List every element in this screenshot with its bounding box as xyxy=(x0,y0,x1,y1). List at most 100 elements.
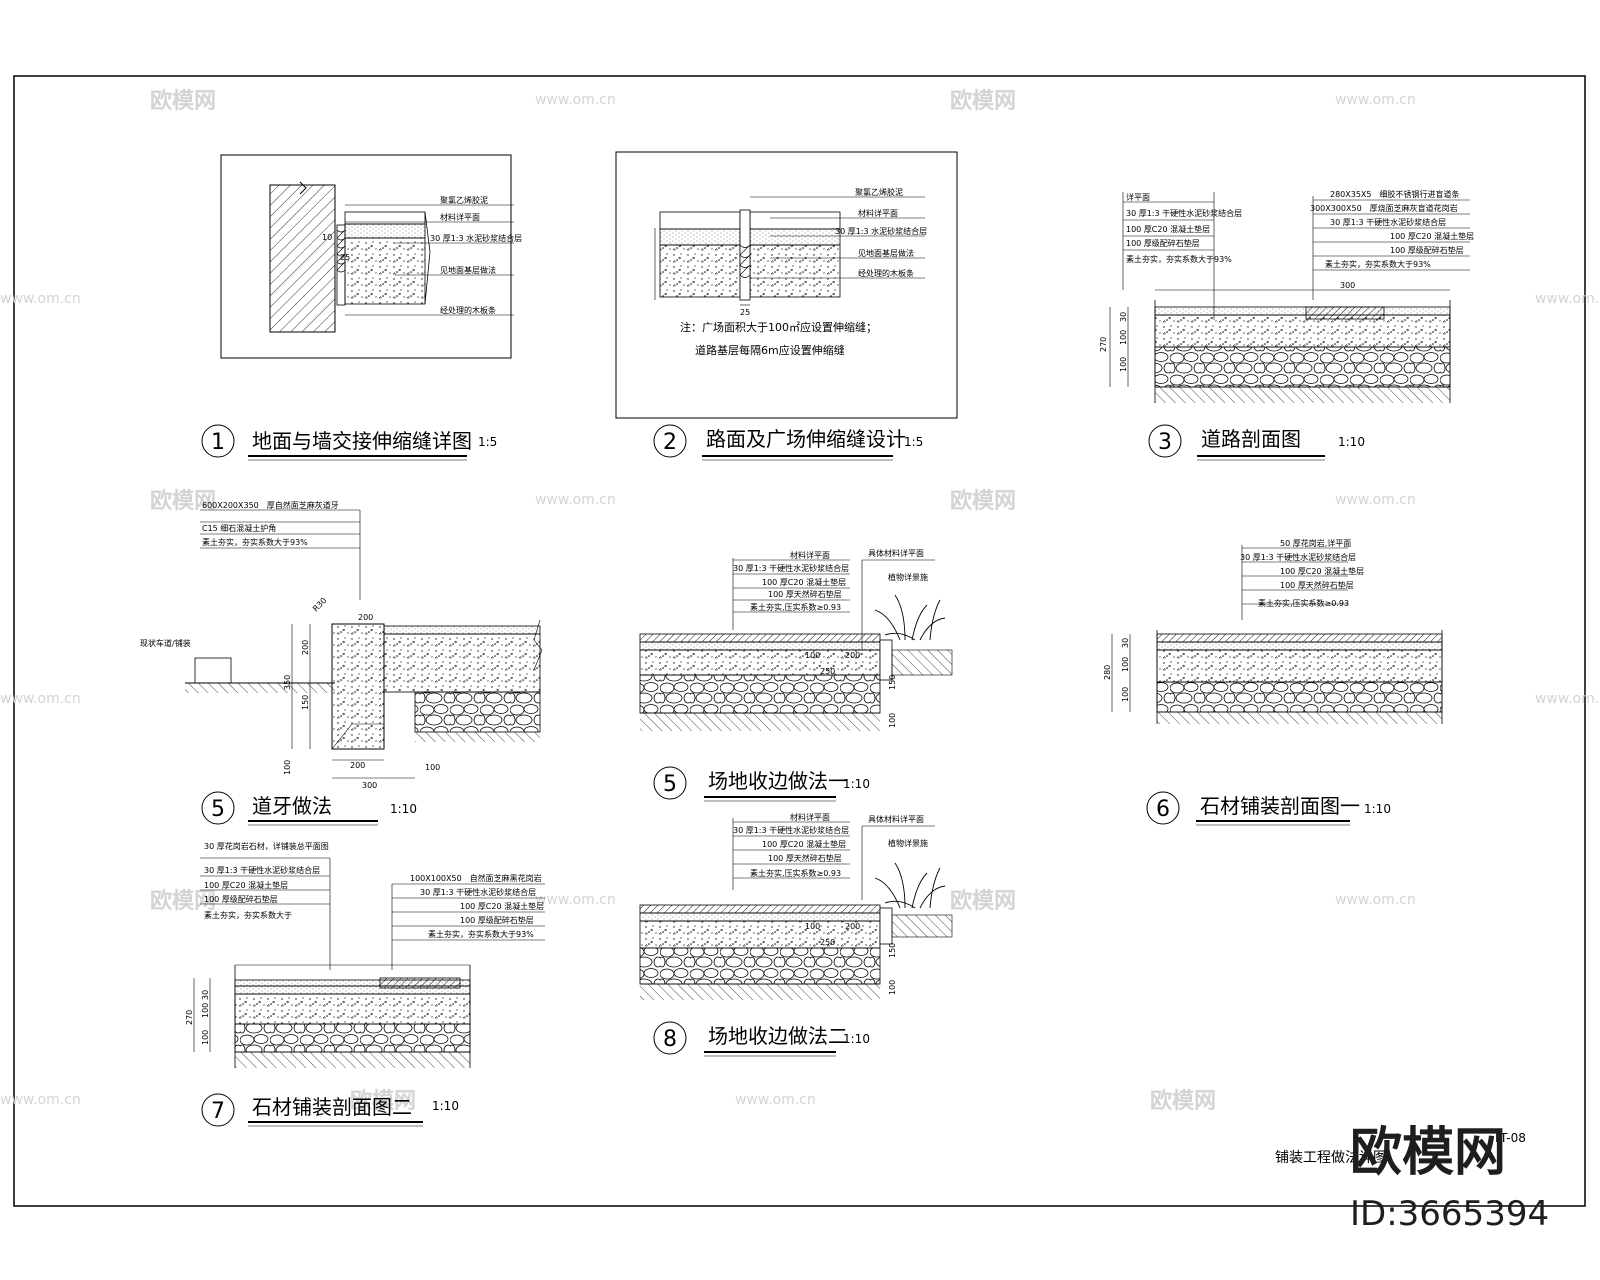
svg-text:材料详平面: 材料详平面 xyxy=(440,212,480,222)
svg-text:详平面: 详平面 xyxy=(1126,192,1150,202)
svg-text:R30: R30 xyxy=(311,596,329,614)
svg-text:道路基层每隔6m应设置伸缩缝: 道路基层每隔6m应设置伸缩缝 xyxy=(695,343,845,357)
svg-text:200: 200 xyxy=(350,761,365,770)
svg-text:场地收边做法二: 场地收边做法二 xyxy=(708,1024,848,1048)
svg-text:8: 8 xyxy=(663,1027,677,1052)
svg-text:素土夯实,压实系数≥0.93: 素土夯实,压实系数≥0.93 xyxy=(750,602,841,612)
svg-text:1:10: 1:10 xyxy=(432,1099,459,1113)
svg-text:欧模网: 欧模网 xyxy=(950,888,1016,914)
svg-text:www.om.cn: www.om.cn xyxy=(1535,291,1600,307)
svg-text:100: 100 xyxy=(201,1030,210,1045)
svg-text:200: 200 xyxy=(358,613,373,622)
svg-text:铺装工程做法详图: 铺装工程做法详图 xyxy=(1275,1150,1387,1166)
svg-text:www.om.cn: www.om.cn xyxy=(0,1092,81,1108)
svg-text:LT-08: LT-08 xyxy=(1495,1131,1526,1145)
detail-1-title: 1 地面与墙交接伸缩缝详图 1:5 xyxy=(201,424,497,461)
svg-text:素土夯实，夯实系数大于93%: 素土夯实，夯实系数大于93% xyxy=(428,929,534,939)
svg-text:100 厚级配碎石垫层: 100 厚级配碎石垫层 xyxy=(460,915,534,925)
svg-text:注：广场面积大于100㎡应设置伸缩缝；: 注：广场面积大于100㎡应设置伸缩缝； xyxy=(680,320,877,334)
detail-5-edge-title: 5 场地收边做法一 1:10 xyxy=(653,766,870,802)
svg-text:5: 5 xyxy=(211,797,225,822)
svg-text:素土夯实，夯实系数大于93%: 素土夯实，夯实系数大于93% xyxy=(1126,254,1232,264)
svg-text:素土夯实，夯实系数大于93%: 素土夯实，夯实系数大于93% xyxy=(1325,259,1431,269)
detail-3: 详平面 30 厚1:3 干硬性水泥砂浆结合层 100 厚C20 混凝土垫层 10… xyxy=(1099,189,1474,403)
svg-text:地面与墙交接伸缩缝详图: 地面与墙交接伸缩缝详图 xyxy=(252,429,472,453)
svg-text:素土夯实,压实系数≥0.93: 素土夯实,压实系数≥0.93 xyxy=(1258,598,1349,608)
svg-text:100: 100 xyxy=(888,980,897,995)
detail-5-curb: 600X200X350 厚自然面芝麻灰道牙 C15 细石混凝土护角 素土夯实，夯… xyxy=(140,500,543,790)
detail-1: 聚氯乙烯胶泥 材料详平面 30 厚1:3 水泥砂浆结合层 见地面基层做法 经处理… xyxy=(220,154,522,359)
svg-text:100: 100 xyxy=(1121,657,1130,672)
svg-text:2: 2 xyxy=(663,430,677,455)
detail-5-curb-title: 5 道牙做法 1:10 xyxy=(201,791,417,826)
svg-text:www.om.cn: www.om.cn xyxy=(1535,691,1600,707)
svg-text:石材铺装剖面图二: 石材铺装剖面图二 xyxy=(252,1095,412,1119)
svg-text:100: 100 xyxy=(888,713,897,728)
svg-text:1:5: 1:5 xyxy=(904,435,923,449)
brand-watermark: 欧模网 ID:3665394 xyxy=(1350,1123,1549,1234)
detail-7-title: 7 石材铺装剖面图二 1:10 xyxy=(201,1093,459,1127)
svg-text:欧模网: 欧模网 xyxy=(1150,1088,1216,1114)
svg-text:100: 100 xyxy=(283,760,292,775)
svg-text:欧模网: 欧模网 xyxy=(950,488,1016,514)
svg-text:100 厚C20 混凝土垫层: 100 厚C20 混凝土垫层 xyxy=(762,839,846,849)
svg-text:1: 1 xyxy=(211,430,225,455)
svg-text:1:10: 1:10 xyxy=(390,802,417,816)
detail-7: 30 厚花岗岩石材，详铺装总平面图 30 厚1:3 干硬性水泥砂浆结合层 100… xyxy=(185,841,545,1068)
svg-text:100 厚C20 混凝土垫层: 100 厚C20 混凝土垫层 xyxy=(762,577,846,587)
svg-text:25: 25 xyxy=(740,308,750,317)
svg-text:100: 100 xyxy=(805,922,820,931)
svg-text:1:5: 1:5 xyxy=(478,435,497,449)
svg-text:200: 200 xyxy=(301,640,310,655)
detail-6-title: 6 石材铺装剖面图一 1:10 xyxy=(1146,791,1391,826)
svg-text:100 厚级配碎石垫层: 100 厚级配碎石垫层 xyxy=(1390,245,1464,255)
svg-text:www.om.cn: www.om.cn xyxy=(1335,892,1416,908)
svg-text:150: 150 xyxy=(301,695,310,710)
svg-text:经处理的木板条: 经处理的木板条 xyxy=(440,305,496,315)
svg-text:100 厚级配碎石垫层: 100 厚级配碎石垫层 xyxy=(1126,238,1200,248)
detail-6: 50 厚花岗岩,详平面 30 厚1:3 干硬性水泥砂浆结合层 100 厚C20 … xyxy=(1103,538,1443,724)
svg-text:100 厚C20 混凝土垫层: 100 厚C20 混凝土垫层 xyxy=(1280,566,1364,576)
svg-text:欧模网: 欧模网 xyxy=(350,1088,416,1114)
svg-text:100: 100 xyxy=(1121,687,1130,702)
svg-text:见地面基层做法: 见地面基层做法 xyxy=(858,248,914,258)
svg-text:现状车道/铺装: 现状车道/铺装 xyxy=(140,638,191,648)
svg-text:10: 10 xyxy=(322,233,332,242)
svg-text:1:10: 1:10 xyxy=(1338,435,1365,449)
svg-text:30 厚1:3 干硬性水泥砂浆结合层: 30 厚1:3 干硬性水泥砂浆结合层 xyxy=(1330,217,1446,227)
svg-text:聚氯乙烯胶泥: 聚氯乙烯胶泥 xyxy=(440,195,488,205)
svg-text:材料详平面: 材料详平面 xyxy=(790,550,830,560)
svg-text:30 厚1:3 水泥砂浆结合层: 30 厚1:3 水泥砂浆结合层 xyxy=(835,226,927,236)
svg-text:场地收边做法一: 场地收边做法一 xyxy=(708,769,848,793)
svg-text:100: 100 xyxy=(425,763,440,772)
svg-text:1:10: 1:10 xyxy=(843,1032,870,1046)
svg-text:100: 100 xyxy=(1119,330,1128,345)
svg-text:300X300X50 厚烧面芝麻灰盲道花岗岩: 300X300X50 厚烧面芝麻灰盲道花岗岩 xyxy=(1310,203,1458,213)
svg-text:270: 270 xyxy=(185,1010,194,1025)
detail-5-edge: 材料详平面 30 厚1:3 干硬性水泥砂浆结合层 100 厚C20 混凝土垫层 … xyxy=(639,548,953,731)
svg-text:100X100X50 自然面芝麻黑花岗岩: 100X100X50 自然面芝麻黑花岗岩 xyxy=(410,873,542,883)
svg-text:欧模网: 欧模网 xyxy=(150,488,216,514)
detail-2-title: 2 路面及广场伸缩缝设计 1:5 xyxy=(653,424,923,461)
svg-text:欧模网: 欧模网 xyxy=(950,88,1016,114)
svg-text:30: 30 xyxy=(1121,638,1130,648)
svg-text:3: 3 xyxy=(1158,430,1172,455)
svg-text:30 厚花岗岩石材，详铺装总平面图: 30 厚花岗岩石材，详铺装总平面图 xyxy=(204,841,329,851)
svg-text:植物详景施: 植物详景施 xyxy=(888,838,928,848)
svg-text:经处理的木板条: 经处理的木板条 xyxy=(858,268,914,278)
svg-text:欧模网: 欧模网 xyxy=(150,88,216,114)
svg-text:欧模网: 欧模网 xyxy=(1350,1123,1506,1183)
svg-text:素土夯实,压实系数≥0.93: 素土夯实,压实系数≥0.93 xyxy=(750,868,841,878)
svg-text:100: 100 xyxy=(805,651,820,660)
svg-text:280X35X5 细胶不锈钢行进盲道条: 280X35X5 细胶不锈钢行进盲道条 xyxy=(1330,189,1460,199)
svg-text:200: 200 xyxy=(845,651,860,660)
svg-text:www.om.cn: www.om.cn xyxy=(1335,492,1416,508)
svg-text:材料详平面: 材料详平面 xyxy=(858,208,898,218)
svg-text:30 厚1:3 水泥砂浆结合层: 30 厚1:3 水泥砂浆结合层 xyxy=(430,233,522,243)
title-block: 铺装工程做法详图 LT-08 xyxy=(1275,1131,1526,1166)
svg-text:200: 200 xyxy=(845,922,860,931)
svg-text:280: 280 xyxy=(1103,665,1112,680)
svg-text:www.om.cn: www.om.cn xyxy=(0,291,81,307)
svg-text:30 厚1:3 干硬性水泥砂浆结合层: 30 厚1:3 干硬性水泥砂浆结合层 xyxy=(733,825,849,835)
